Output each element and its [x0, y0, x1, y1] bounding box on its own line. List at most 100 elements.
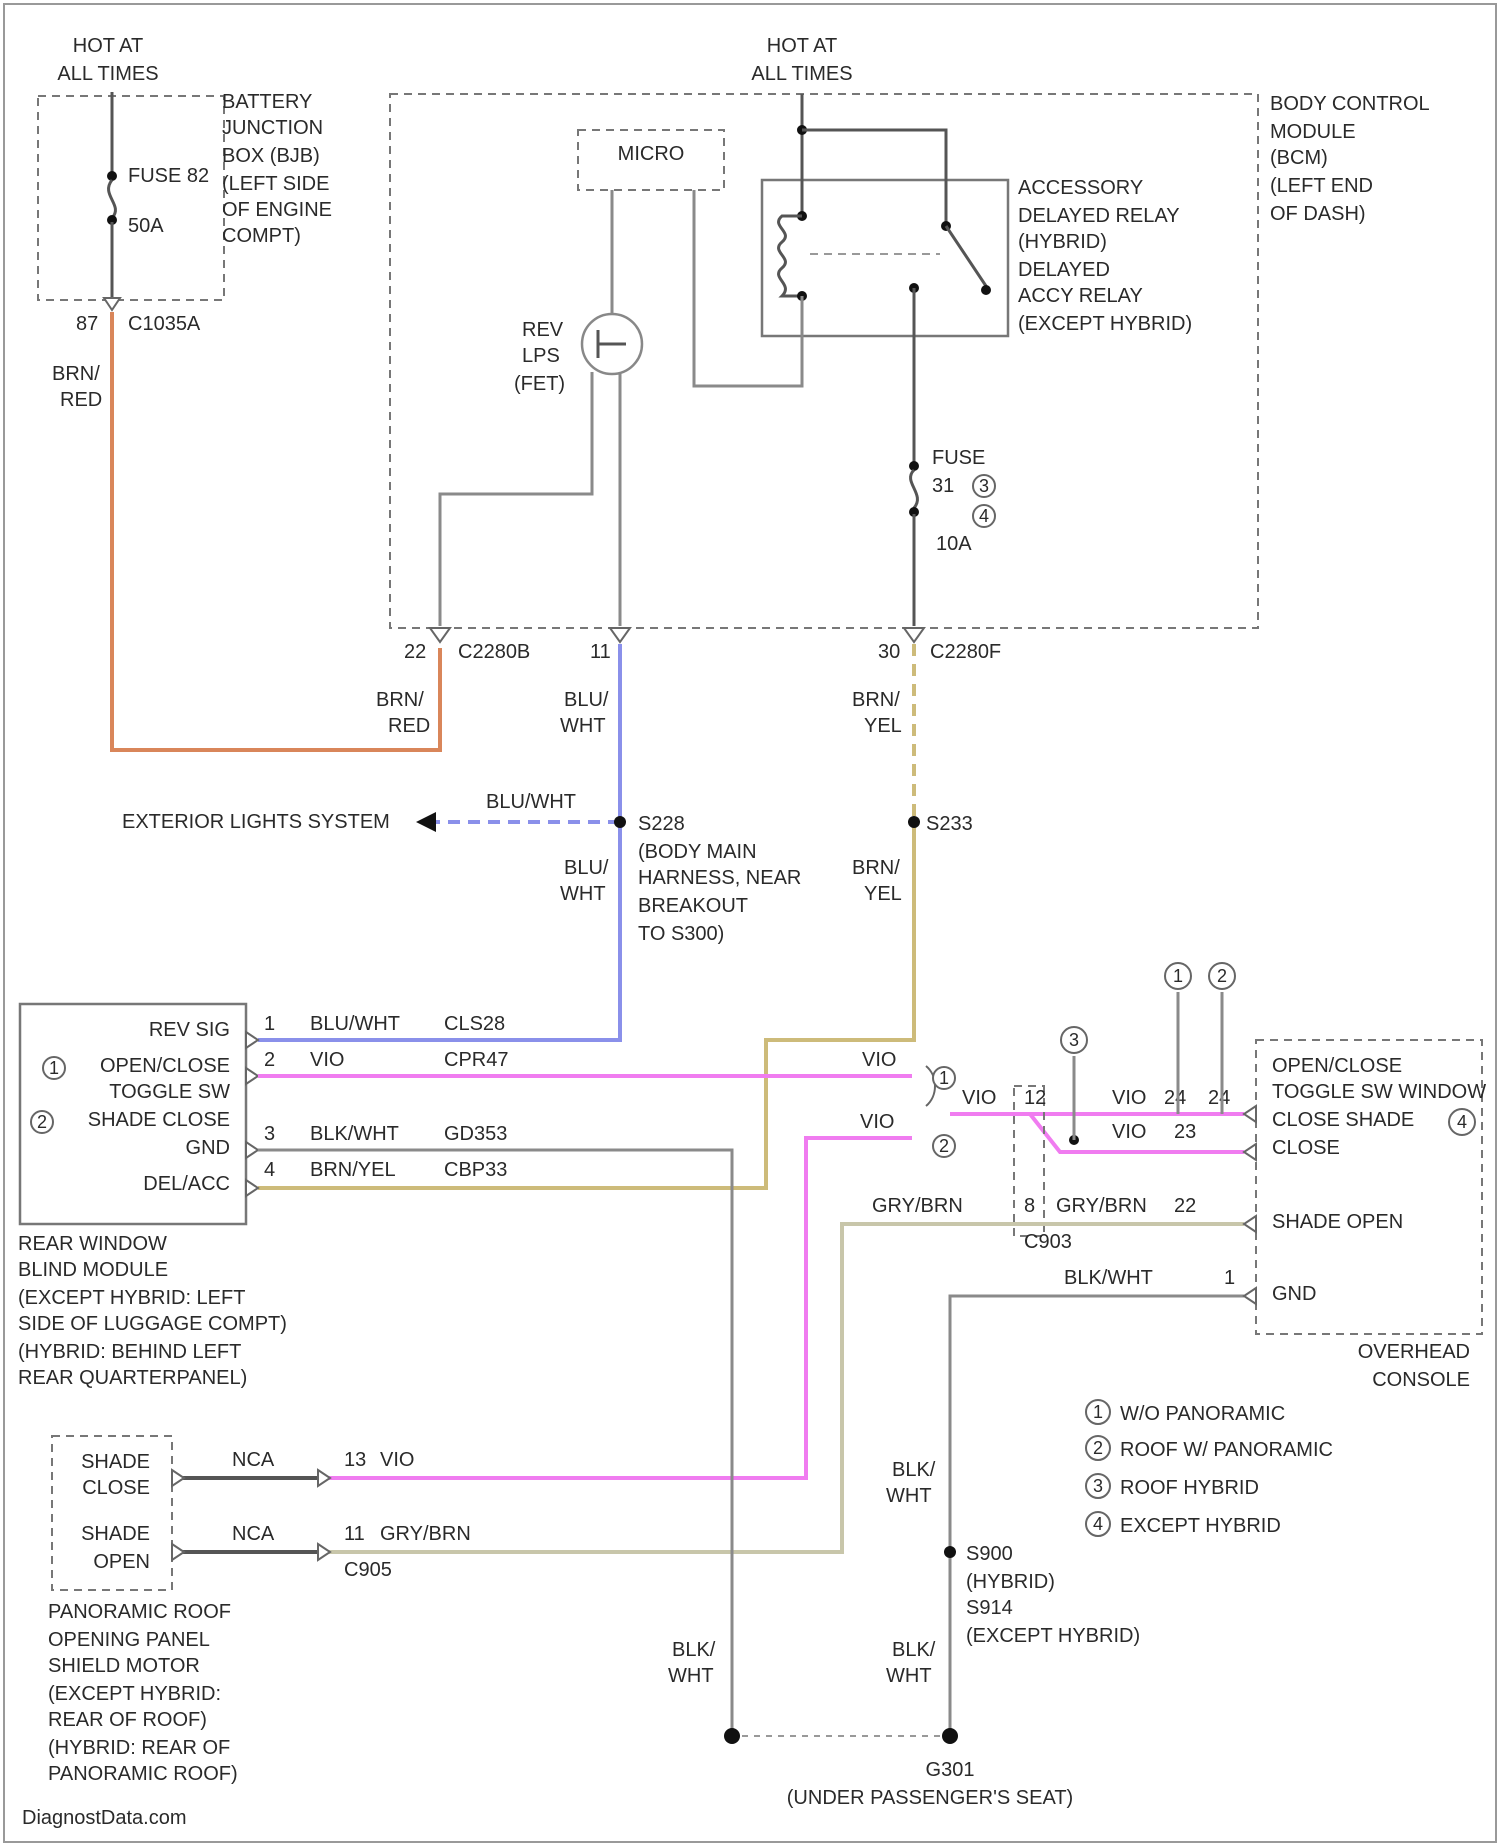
hot-label-left-2: ALL TIMES: [57, 63, 158, 85]
overhead-console-label-2: CONSOLE: [1372, 1369, 1470, 1391]
overhead-note-4-num: 4: [1457, 1112, 1467, 1132]
relay-box: [762, 180, 1008, 336]
g301-desc: (UNDER PASSENGER'S SEAT): [787, 1787, 1073, 1809]
rev-lps-label-1: REV: [522, 319, 564, 341]
oc-vio-24b-pin: 24: [1208, 1087, 1230, 1109]
hot-label-left-1: HOT AT: [73, 35, 143, 57]
gry-brn-pin8: 8: [1024, 1195, 1035, 1217]
fuse-31-note-4-num: 4: [979, 506, 989, 526]
legend-2-num: 2: [1093, 1438, 1103, 1458]
s228-desc-3: BREAKOUT: [638, 895, 748, 917]
bjb-label-3: BOX (BJB): [222, 145, 320, 167]
oc-vio-12-color: VIO: [962, 1087, 996, 1109]
junction-note-1-num: 1: [939, 1068, 949, 1088]
fuse-82-rating: 50A: [128, 215, 164, 237]
wire-blu-wht-1-b: WHT: [560, 715, 606, 737]
overhead-pin-gnd: GND: [1272, 1283, 1316, 1305]
fuse-31-label-2: 31: [932, 475, 954, 497]
rwb-module-label-1: REAR WINDOW: [18, 1233, 167, 1255]
bcm-label-1: BODY CONTROL: [1270, 93, 1430, 115]
fuse-31-label-1: FUSE: [932, 447, 985, 469]
fuse-82-node-top: [107, 171, 117, 181]
rwb-pin-gnd: GND: [186, 1137, 230, 1159]
fuse-31-rating: 10A: [936, 533, 972, 555]
oc-note-3-num: 3: [1069, 1030, 1079, 1050]
rwb-row4-color: BRN/YEL: [310, 1159, 396, 1181]
relay-label-1: ACCESSORY: [1018, 177, 1143, 199]
rwb-pin-open-close: OPEN/CLOSE: [100, 1055, 230, 1077]
oc-vio-24-color: VIO: [1112, 1087, 1146, 1109]
rwb-module-label-5: (HYBRID: BEHIND LEFT: [18, 1341, 241, 1363]
fuse-82-symbol: [109, 180, 116, 218]
panoramic-label-1: PANORAMIC ROOF: [48, 1601, 231, 1623]
oc-vio-23-pin: 23: [1174, 1121, 1196, 1143]
vio-13-pin: 13: [344, 1449, 366, 1471]
overhead-pin-toggle: TOGGLE SW WINDOW: [1272, 1081, 1486, 1103]
c1035a-pin: 87: [76, 313, 98, 335]
gry-brn-11-color: GRY/BRN: [380, 1523, 471, 1545]
wire-brn-yel-1-a: BRN/: [852, 689, 900, 711]
c1035a-label: C1035A: [128, 313, 201, 335]
arrow-left-icon: [416, 812, 436, 832]
relay-label-4: DELAYED: [1018, 259, 1110, 281]
watermark: DiagnostData.com: [22, 1807, 187, 1829]
legend-2-text: ROOF W/ PANORAMIC: [1120, 1439, 1333, 1461]
shade-open-label-1: SHADE: [81, 1523, 150, 1545]
relay-label-2: DELAYED RELAY: [1018, 205, 1180, 227]
rwb-pin2-connector: [246, 1068, 258, 1084]
fuse-31-symbol: [911, 470, 918, 508]
legend-1-num: 1: [1093, 1402, 1103, 1422]
blk-wht-right-a: BLK/: [892, 1459, 936, 1481]
fuse-31-node-top: [909, 461, 919, 471]
s233-splice: [908, 816, 920, 828]
junction-note-2-num: 2: [939, 1136, 949, 1156]
rwb-pin1-connector: [246, 1032, 258, 1048]
wire-brn-red-1-a: BRN/: [52, 363, 100, 385]
legend-3-num: 3: [1093, 1476, 1103, 1496]
panoramic-label-6: (HYBRID: REAR OF: [48, 1737, 230, 1759]
overhead-pin-shade-open: SHADE OPEN: [1272, 1211, 1403, 1233]
legend-1-text: W/O PANORAMIC: [1120, 1403, 1285, 1425]
gry-brn-pin22: 22: [1174, 1195, 1196, 1217]
wire-blu-wht-dash-label: BLU/WHT: [486, 791, 576, 813]
ground-left-dot: [724, 1728, 740, 1744]
bjb-label-4: (LEFT SIDE: [222, 173, 329, 195]
c905-label: C905: [344, 1559, 392, 1581]
oc-pin23-connector: [1244, 1144, 1256, 1160]
rwb-module-label-2: BLIND MODULE: [18, 1259, 168, 1281]
hot-label-center-1: HOT AT: [767, 35, 837, 57]
oc-vio-24-pin: 24: [1164, 1087, 1186, 1109]
overhead-pin-open-close: OPEN/CLOSE: [1272, 1055, 1402, 1077]
relay-label-3: (HYBRID): [1018, 231, 1107, 253]
s914-except-hybrid: (EXCEPT HYBRID): [966, 1625, 1140, 1647]
wire-brn-yel-2-a: BRN/: [852, 857, 900, 879]
s233-label: S233: [926, 813, 973, 835]
gry-brn-left-label: GRY/BRN: [872, 1195, 963, 1217]
diagram-frame: [4, 4, 1496, 1842]
rwb-row4-pin: 4: [264, 1159, 275, 1181]
relay-switch-node-2: [981, 285, 991, 295]
battery-junction-box: [38, 96, 224, 300]
nca-1-label: NCA: [232, 1449, 275, 1471]
fuse-31-note-3-num: 3: [979, 476, 989, 496]
oc-vio-12-pin: 12: [1024, 1087, 1046, 1109]
wire-brn-red-2-b: RED: [388, 715, 430, 737]
panoramic-label-5: REAR OF ROOF): [48, 1709, 207, 1731]
bcm-label-2: MODULE: [1270, 121, 1356, 143]
shade-open-label-2: OPEN: [93, 1551, 150, 1573]
panoramic-label-4: (EXCEPT HYBRID:: [48, 1683, 221, 1705]
oc-note-1-num: 1: [1173, 966, 1183, 986]
relay-label-5: ACCY RELAY: [1018, 285, 1143, 307]
relay-label-6: (EXCEPT HYBRID): [1018, 313, 1192, 335]
bcm-label-3: (BCM): [1270, 147, 1328, 169]
blk-wht-left-low-a: BLK/: [672, 1639, 716, 1661]
c903-label: C903: [1024, 1231, 1072, 1253]
pin-22: 22: [404, 641, 426, 663]
s914-label: S914: [966, 1597, 1013, 1619]
s228-desc-4: TO S300): [638, 923, 724, 945]
s900-hybrid: (HYBRID): [966, 1571, 1055, 1593]
rev-lps-label-3: (FET): [514, 373, 565, 395]
blk-wht-right-b: WHT: [886, 1485, 932, 1507]
c2280f-label: C2280F: [930, 641, 1001, 663]
s900-splice: [944, 1546, 956, 1558]
